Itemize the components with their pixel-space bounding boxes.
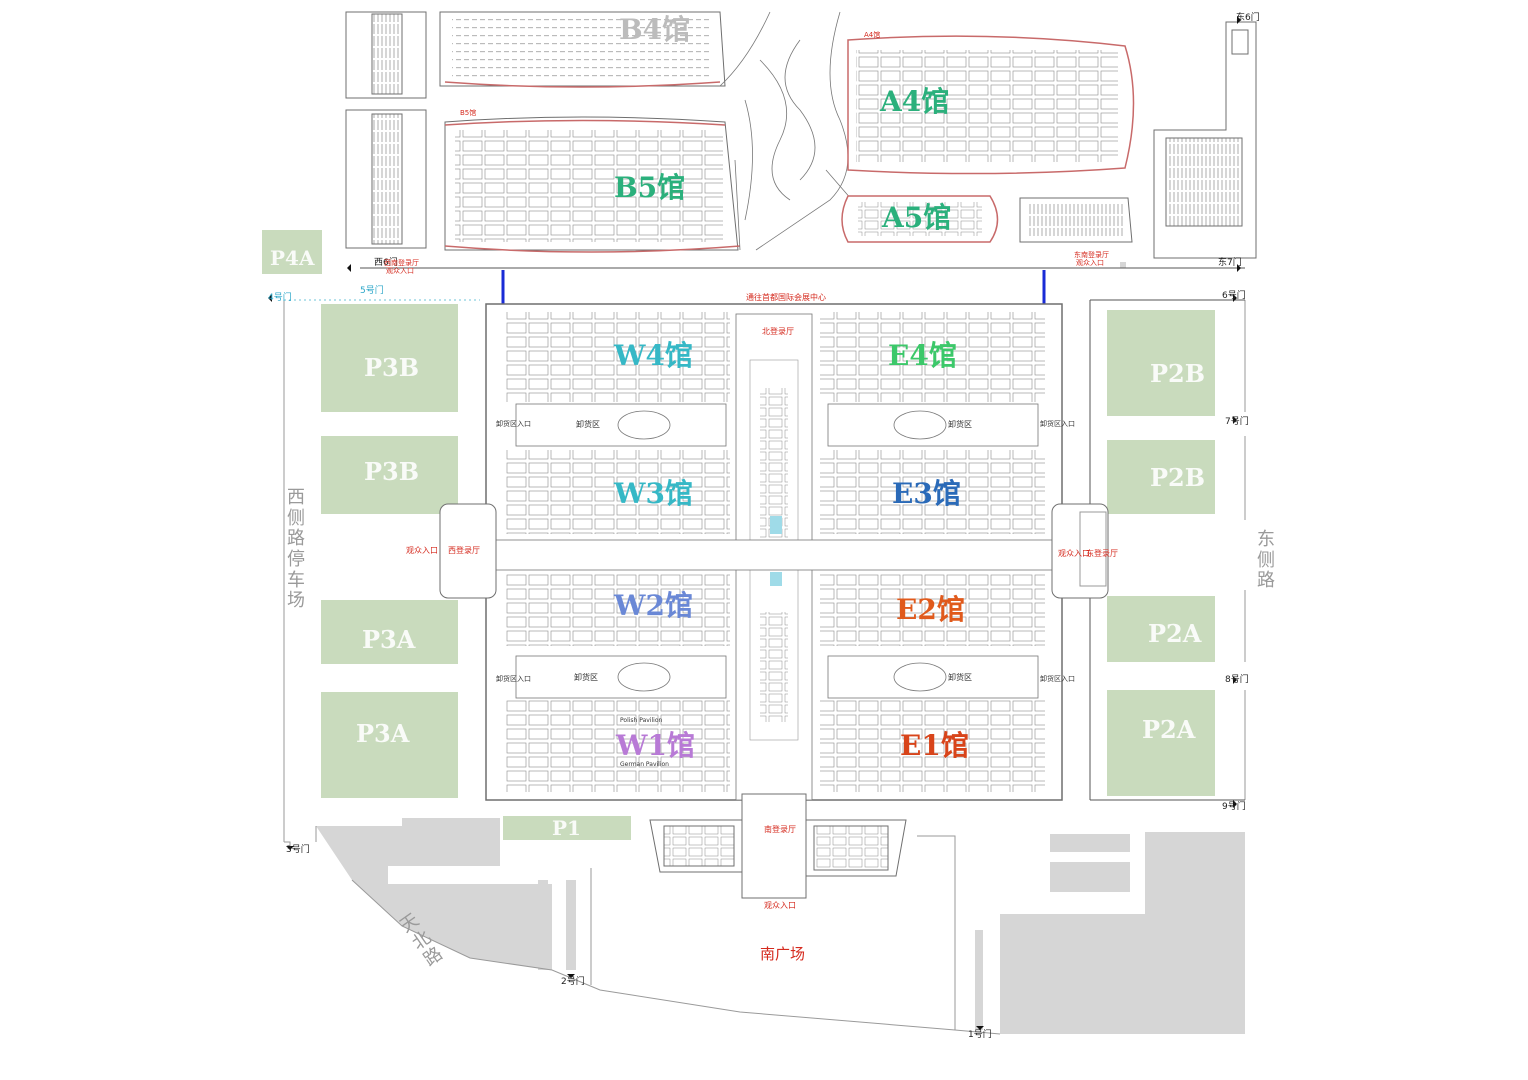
- hall-small-label-a4: A4馆: [864, 31, 881, 39]
- hall-w1-building[interactable]: [505, 700, 730, 792]
- label-se-hall: 东南登录厅: [1074, 251, 1109, 259]
- label-sw-hall: 西南登录厅: [384, 259, 419, 267]
- bridges: [501, 270, 1046, 304]
- gate-2[interactable]: 2号门: [561, 977, 585, 987]
- parking-p3a-1[interactable]: [321, 600, 458, 664]
- hall-label-w1[interactable]: W1馆: [616, 729, 695, 762]
- label-south-hall[interactable]: 南登录厅: [764, 825, 796, 834]
- gate-6[interactable]: 6号门: [1222, 291, 1246, 301]
- label-sw-entry: 观众入口: [386, 267, 414, 275]
- label-unload-e2: 卸货区: [948, 673, 972, 682]
- parking-p4a[interactable]: [262, 230, 322, 274]
- hall-label-a4[interactable]: A4馆: [880, 85, 950, 118]
- gate-east6[interactable]: 东6门: [1236, 13, 1260, 23]
- hall-label-w2[interactable]: W2馆: [614, 589, 693, 622]
- label-unload-w2: 卸货区: [574, 673, 598, 682]
- parking-p2a-1[interactable]: [1107, 596, 1215, 662]
- label-south-plaza: 南广场: [760, 945, 806, 963]
- hall-label-a5[interactable]: A5馆: [882, 201, 952, 234]
- label-se-entry: 观众入口: [1076, 259, 1104, 267]
- road-areas: [316, 262, 1245, 1034]
- gate-1[interactable]: 1号门: [968, 1030, 992, 1040]
- label-visitor-entry-south[interactable]: 观众入口: [764, 901, 796, 910]
- parking-label-p3b-1: P3B: [364, 353, 420, 382]
- gate-west6[interactable]: 西6门: [374, 258, 398, 268]
- parking-p2b-2[interactable]: [1107, 440, 1215, 514]
- north-corridor: [719, 11, 853, 251]
- label-unload-entry-w4: 卸货区入口: [496, 420, 531, 428]
- gate-east7[interactable]: 东7门: [1218, 258, 1242, 268]
- parking-p2b-1[interactable]: [1107, 310, 1215, 416]
- gate-5[interactable]: 5号门: [360, 286, 384, 296]
- north-parking-bay: [1019, 197, 1133, 243]
- parking-p3b-2[interactable]: [321, 436, 458, 514]
- hall-e2-building[interactable]: [820, 574, 1045, 646]
- hall-e1-building[interactable]: [820, 700, 1045, 792]
- hall-w2-building[interactable]: [505, 574, 730, 646]
- hall-label-e2[interactable]: E2馆: [896, 593, 965, 626]
- label-unload-entry-e4: 卸货区入口: [1040, 420, 1075, 428]
- label-unload-e4: 卸货区: [948, 420, 972, 429]
- parking-p3a-2[interactable]: [321, 692, 458, 798]
- hall-label-w4[interactable]: W4馆: [614, 339, 693, 372]
- hall-label-b5[interactable]: B5馆: [614, 171, 686, 204]
- gate-markers: [268, 16, 1241, 1030]
- label-polish-pavilion[interactable]: Polish Pavilion: [620, 717, 663, 724]
- hall-small-label-b5: B5馆: [460, 109, 477, 117]
- east-structure: [1153, 21, 1257, 259]
- gate-7[interactable]: 7号门: [1225, 417, 1249, 427]
- parking-label-p3a-1: P3A: [362, 625, 416, 654]
- hall-label-e1[interactable]: E1馆: [900, 729, 969, 762]
- south-entrance-building[interactable]: [649, 793, 907, 899]
- label-german-pavilion[interactable]: German Pavilion: [620, 761, 669, 768]
- hall-a4-building[interactable]: [847, 35, 1135, 175]
- hall-b4-building[interactable]: [439, 11, 726, 88]
- parking-p2a-2[interactable]: [1107, 690, 1215, 796]
- gate-3[interactable]: 3号门: [286, 845, 310, 855]
- gate-9[interactable]: 9号门: [1222, 802, 1246, 812]
- hall-label-e4[interactable]: E4馆: [888, 339, 957, 372]
- parking-label-p4a: P4A: [270, 246, 315, 270]
- label-visitor-entry-east[interactable]: 观众入口: [1058, 549, 1090, 558]
- parking-p1[interactable]: [503, 816, 631, 840]
- hall-label-b4[interactable]: B4馆: [619, 13, 691, 46]
- label-north-hall[interactable]: 北登录厅: [762, 327, 794, 336]
- hall-e3-building[interactable]: [820, 450, 1045, 534]
- label-unload-entry-e2: 卸货区入口: [1040, 675, 1075, 683]
- label-to-capital: 通往首都国际会展中心: [746, 293, 826, 302]
- gate-8[interactable]: 8号门: [1225, 675, 1249, 685]
- hall-a5-building[interactable]: [841, 195, 999, 243]
- gate-4[interactable]: 4号门: [268, 293, 292, 303]
- label-west-hall[interactable]: 西登录厅: [448, 546, 480, 555]
- hall-label-e3[interactable]: E3馆: [892, 477, 961, 510]
- parking-lots: [262, 230, 1215, 840]
- label-unload-w4: 卸货区: [576, 420, 600, 429]
- label-east-hall[interactable]: 东登录厅: [1086, 549, 1118, 558]
- main-hall-complex: [439, 303, 1109, 801]
- label-visitor-entry-west[interactable]: 观众入口: [406, 546, 438, 555]
- west-structures: [345, 11, 427, 249]
- hall-w4-building[interactable]: [505, 312, 730, 402]
- parking-label-p2b-1: P2B: [1150, 359, 1206, 388]
- label-unload-entry-w2: 卸货区入口: [496, 675, 531, 683]
- hall-w3-building[interactable]: [505, 450, 730, 534]
- hall-e4-building[interactable]: [820, 312, 1045, 402]
- parking-p3b-1[interactable]: [321, 304, 458, 412]
- parking-label-p3a-2: P3A: [356, 719, 410, 748]
- parking-label-p3b-2: P3B: [364, 457, 420, 486]
- unloading-zones: [515, 403, 1039, 699]
- parking-label-p2b-2: P2B: [1150, 463, 1206, 492]
- hall-b5-building[interactable]: [444, 116, 741, 253]
- parking-label-p2a-1: P2A: [1148, 619, 1202, 648]
- hall-label-w3[interactable]: W3馆: [614, 477, 693, 510]
- road-east: 东侧路: [1257, 529, 1275, 592]
- parking-label-p1: P1: [552, 816, 581, 840]
- road-west-parking: 西侧路停车场: [287, 487, 305, 612]
- parking-label-p2a-2: P2A: [1142, 715, 1196, 744]
